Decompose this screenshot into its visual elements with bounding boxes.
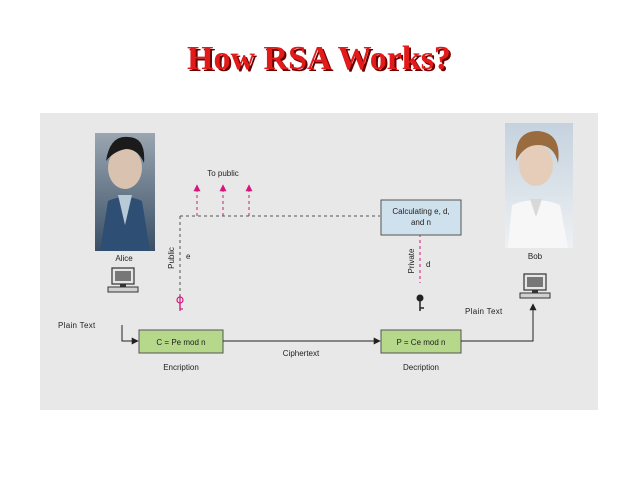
- encription-label: Encription: [163, 363, 199, 372]
- bob-computer-icon: [519, 273, 551, 299]
- to-public-label: To public: [207, 169, 239, 178]
- plain-text-right-label: Plain Text: [465, 307, 503, 316]
- e-label: e: [186, 252, 191, 261]
- alice-photo: [95, 133, 155, 251]
- decrypt-formula: P = Ce mod n: [397, 338, 446, 347]
- diagram-panel: Alice Bob To public Calculating e, d, an…: [40, 113, 598, 410]
- calc-label-line2: and n: [411, 218, 431, 227]
- rsa-diagram: Alice Bob To public Calculating e, d, an…: [58, 123, 573, 372]
- plain-text-left-label: Plain Text: [58, 321, 96, 330]
- plain-text-right-arrow: [461, 303, 537, 342]
- bob-photo: [505, 123, 573, 248]
- encrypt-formula: C = Pe mod n: [156, 338, 205, 347]
- slide-title: How RSA Works?: [187, 40, 451, 77]
- private-label: Private: [407, 248, 416, 273]
- d-label: d: [426, 260, 430, 269]
- calc-box: [380, 199, 462, 236]
- calc-label-line1: Calculating e, d,: [392, 207, 449, 216]
- ciphertext-label: Ciphertext: [283, 349, 320, 358]
- decription-label: Decription: [403, 363, 439, 372]
- plain-text-left-arrow: [121, 325, 139, 345]
- alice-label: Alice: [115, 254, 133, 263]
- public-label: Public: [167, 247, 176, 269]
- bob-label: Bob: [528, 252, 543, 261]
- public-key-icon: [176, 296, 184, 311]
- private-key-icon: [416, 294, 424, 311]
- alice-computer-icon: [107, 267, 139, 293]
